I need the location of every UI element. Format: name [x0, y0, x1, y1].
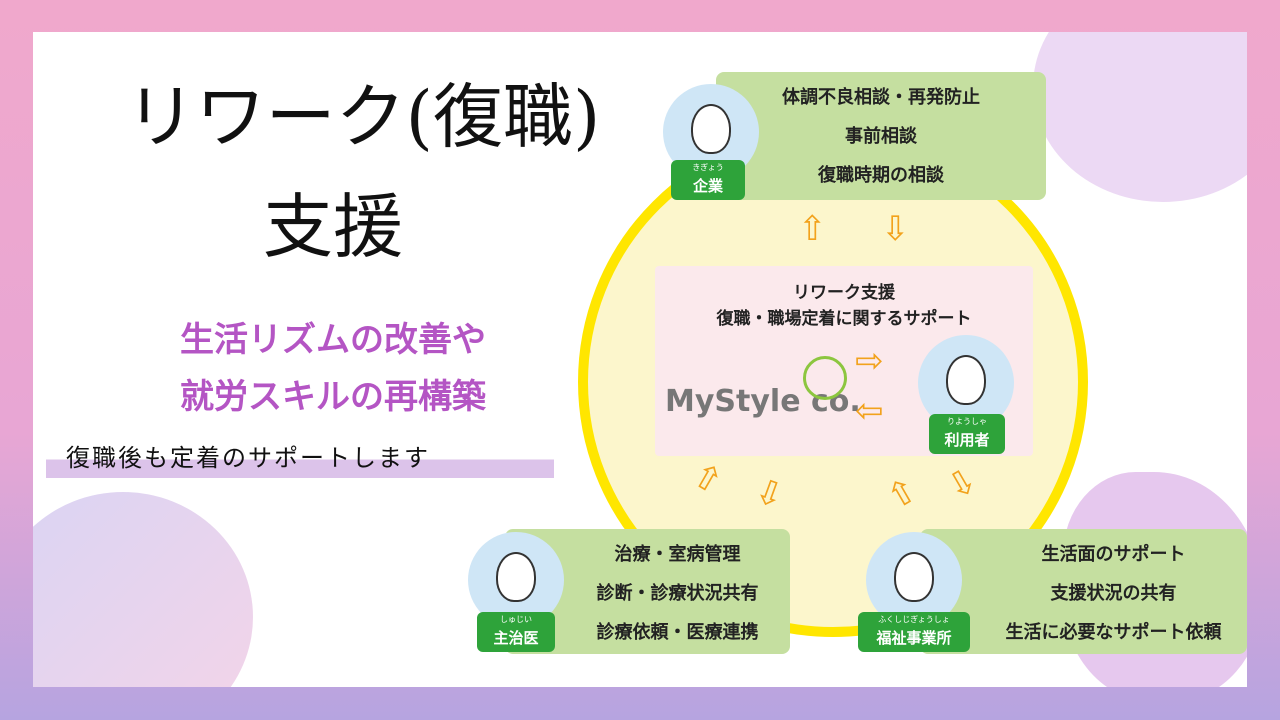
- user-ruby: りようしゃ: [947, 417, 987, 426]
- company-badge: きぎょう企業: [671, 160, 745, 200]
- decorative-blob: [33, 492, 253, 687]
- user-badge: りようしゃ利用者: [929, 414, 1005, 454]
- slide-panel: リワーク(復職) 支援 生活リズムの改善や 就労スキルの再構築 復職後も定着のサ…: [33, 32, 1247, 687]
- page-title-line1: リワーク(復職): [125, 76, 601, 158]
- person-icon: [691, 104, 731, 154]
- arrow-down-icon: ⇩: [881, 209, 910, 249]
- tagline: 復職後も定着のサポートします: [46, 432, 554, 478]
- doctor-item: 治療・室病管理: [614, 544, 741, 565]
- page-title-line2: 支援: [263, 186, 403, 268]
- welfare-box: 生活面のサポート 支援状況の共有 生活に必要なサポート依頼: [920, 529, 1247, 654]
- subtitle-line1: 生活リズムの改善や: [180, 320, 486, 360]
- welfare-item: 支援状況の共有: [1050, 583, 1177, 604]
- company-ruby: きぎょう: [692, 163, 724, 172]
- person-icon: [496, 552, 536, 602]
- center-title: リワーク支援: [793, 283, 895, 303]
- person-icon: [946, 355, 986, 405]
- welfare-ruby: ふくしじぎょうしょ: [878, 615, 950, 624]
- welfare-item: 生活に必要なサポート依頼: [1005, 622, 1222, 643]
- company-label: 企業: [692, 177, 723, 195]
- arrow-up-icon: ⇧: [798, 209, 827, 249]
- doctor-ruby: しゅじい: [500, 615, 532, 624]
- subtitle-line2: 就労スキルの再構築: [180, 377, 486, 417]
- person-icon: [894, 552, 934, 602]
- company-item: 復職時期の相談: [818, 165, 944, 186]
- doctor-badge: しゅじい主治医: [477, 612, 555, 652]
- center-subtitle: 復職・職場定着に関するサポート: [716, 309, 972, 329]
- doctor-item: 診断・診療状況共有: [596, 583, 759, 604]
- doctor-label: 主治医: [493, 629, 539, 647]
- welfare-badge: ふくしじぎょうしょ福祉事業所: [858, 612, 970, 652]
- decorative-blob: [1033, 32, 1247, 202]
- user-label: 利用者: [944, 431, 990, 449]
- doctor-item: 診療依頼・医療連携: [596, 622, 759, 643]
- arrow-left-icon: ⇦: [855, 391, 884, 431]
- welfare-item: 生活面のサポート: [1041, 544, 1186, 565]
- clover-logo-icon: [803, 356, 847, 400]
- company-item: 体調不良相談・再発防止: [782, 87, 980, 108]
- company-item: 事前相談: [845, 126, 917, 147]
- arrow-right-icon: ⇨: [855, 341, 884, 381]
- welfare-label: 福祉事業所: [876, 629, 952, 647]
- company-box: 体調不良相談・再発防止 事前相談 復職時期の相談: [716, 72, 1046, 200]
